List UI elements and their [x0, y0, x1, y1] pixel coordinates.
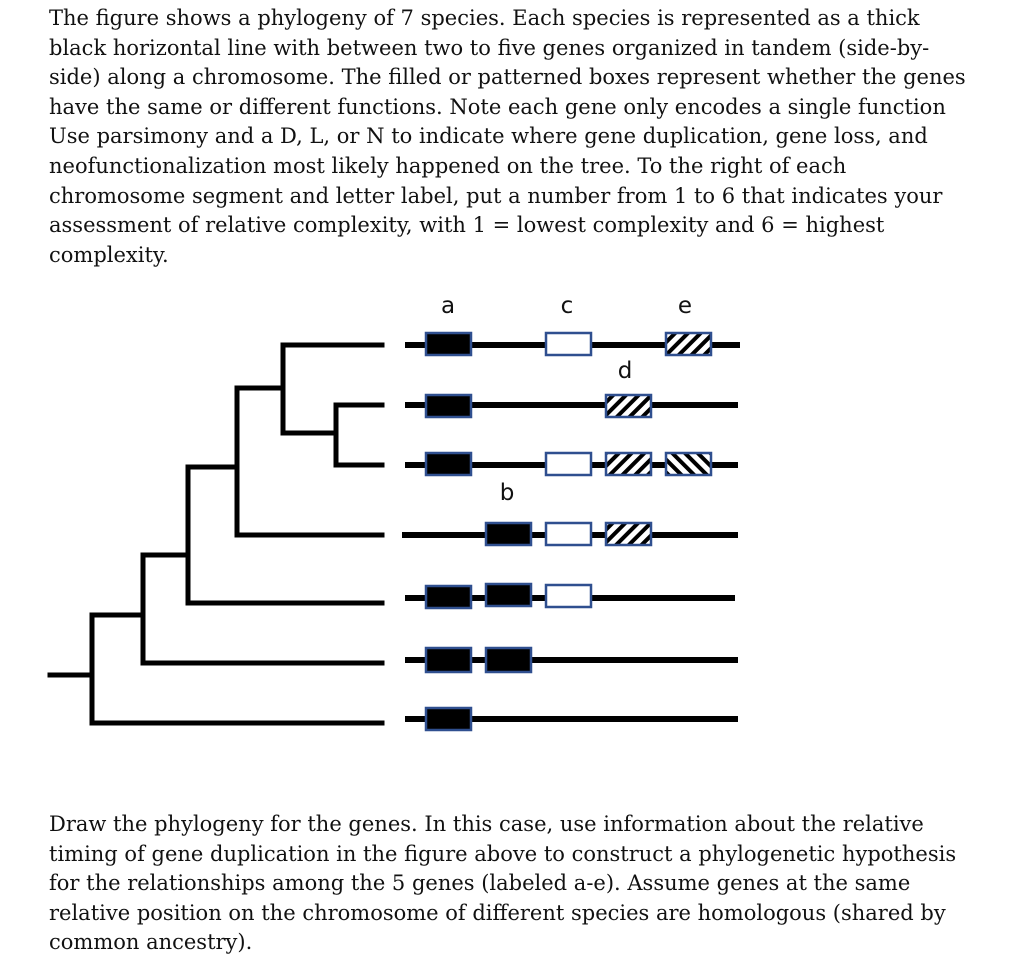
gene-c-species-5 — [544, 583, 593, 609]
gene-e-species-3 — [664, 451, 713, 477]
gene-b-species-4 — [484, 521, 533, 547]
gene-d-species-3 — [604, 451, 653, 477]
gene-label-b: b — [500, 480, 515, 506]
gene-a-species-1 — [424, 331, 473, 357]
gene-labels: a c e d b — [441, 293, 692, 506]
gene-c-species-3 — [544, 451, 593, 477]
gene-label-d: d — [618, 358, 633, 384]
question-paragraph: Draw the phylogeny for the genes. In thi… — [49, 812, 957, 955]
gene-b-species-6 — [484, 646, 533, 674]
gene-a-species-6 — [424, 646, 473, 674]
gene-a-species-7 — [424, 706, 473, 732]
gene-b-species-5 — [484, 582, 533, 608]
intro-paragraph: The figure shows a phylogeny of 7 specie… — [49, 6, 966, 267]
gene-a-species-5 — [424, 584, 473, 610]
gene-c-species-4 — [544, 521, 593, 547]
gene-a-species-2 — [424, 393, 473, 419]
gene-boxes — [424, 331, 713, 732]
gene-c-species-1 — [544, 331, 593, 357]
gene-d-species-2 — [604, 393, 653, 419]
gene-a-species-3 — [424, 451, 473, 477]
gene-d-species-4 — [604, 521, 653, 547]
gene-label-c: c — [561, 293, 574, 319]
species-tree — [47, 342, 385, 726]
gene-label-e: e — [678, 293, 692, 319]
gene-label-a: a — [441, 293, 455, 319]
gene-e-species-1 — [664, 331, 713, 357]
